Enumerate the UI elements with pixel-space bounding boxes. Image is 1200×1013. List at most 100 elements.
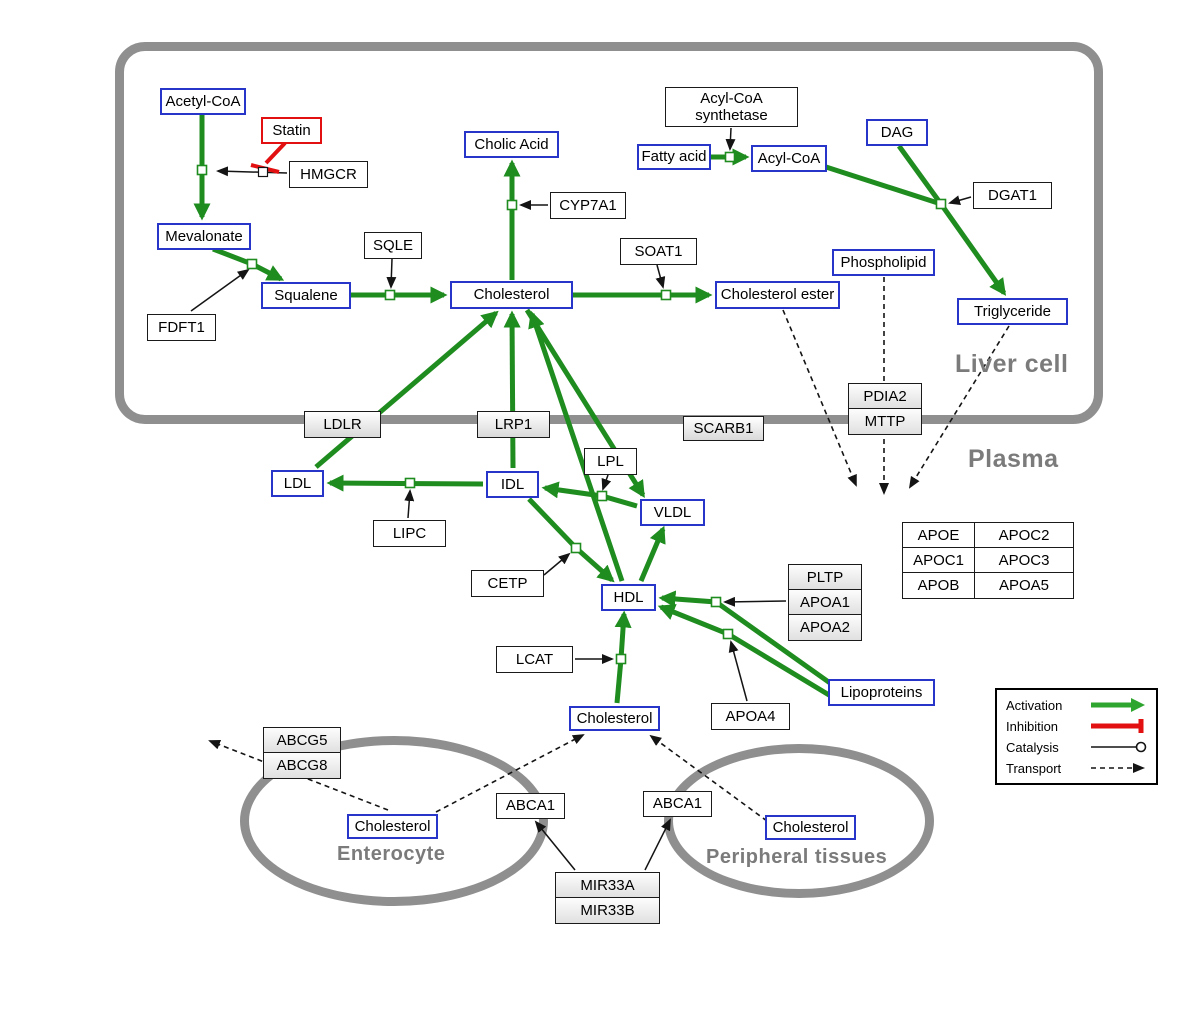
node-lpl-label: LPL <box>597 452 624 470</box>
node-lipc[interactable]: LIPC <box>373 520 446 547</box>
node-abcg8-label: ABCG8 <box>276 757 328 774</box>
legend-activation-symbol <box>1091 698 1145 712</box>
liver-cell-label: Liver cell <box>955 350 1069 378</box>
node-cholic-acid-label: Cholic Acid <box>474 135 549 153</box>
node-acetyl-coa[interactable]: Acetyl-CoA <box>160 88 246 115</box>
node-abcg5[interactable]: ABCG5 <box>264 728 340 753</box>
node-cholesterol-plasma[interactable]: Cholesterol <box>569 706 660 731</box>
legend-catalysis-symbol <box>1091 741 1147 753</box>
apo-cell-apoc1[interactable]: APOC1 <box>903 548 975 573</box>
node-idl-label: IDL <box>500 475 525 493</box>
group-abcg: ABCG5 ABCG8 <box>263 727 341 779</box>
node-soat1[interactable]: SOAT1 <box>620 238 697 265</box>
node-abca1-left[interactable]: ABCA1 <box>496 793 565 819</box>
node-apoa2[interactable]: APOA2 <box>789 615 861 640</box>
node-lrp1[interactable]: LRP1 <box>477 411 550 438</box>
node-cholesterol-peripheral-label: Cholesterol <box>772 818 849 836</box>
node-statin[interactable]: Statin <box>261 117 322 144</box>
node-acyl-coa-synthetase-label: Acyl-CoA synthetase <box>695 89 768 124</box>
node-cholesterol-peripheral[interactable]: Cholesterol <box>765 815 856 840</box>
node-abcg8[interactable]: ABCG8 <box>264 753 340 778</box>
node-mir33b-label: MIR33B <box>580 902 635 919</box>
node-mevalonate-label: Mevalonate <box>165 227 243 245</box>
node-triglyceride-label: Triglyceride <box>974 302 1051 320</box>
node-lpl[interactable]: LPL <box>584 448 637 475</box>
node-phospholipid-label: Phospholipid <box>840 253 927 271</box>
node-vldl[interactable]: VLDL <box>640 499 705 526</box>
node-hdl[interactable]: HDL <box>601 584 656 611</box>
node-mir33b[interactable]: MIR33B <box>556 898 659 923</box>
legend-activation-label: Activation <box>1006 697 1063 713</box>
node-lcat[interactable]: LCAT <box>496 646 573 673</box>
node-pdia2[interactable]: PDIA2 <box>849 384 921 409</box>
node-cetp-label: CETP <box>487 574 528 592</box>
node-hdl-label: HDL <box>613 588 644 606</box>
apo-cell-apoe[interactable]: APOE <box>903 523 975 548</box>
node-cholic-acid[interactable]: Cholic Acid <box>464 131 559 158</box>
node-lcat-label: LCAT <box>515 650 554 668</box>
node-scarb1[interactable]: SCARB1 <box>683 416 764 441</box>
node-acyl-coa[interactable]: Acyl-CoA <box>751 145 827 172</box>
node-apoa4-label: APOA4 <box>725 707 776 725</box>
apo-cell-apoc2[interactable]: APOC2 <box>975 523 1073 548</box>
node-idl[interactable]: IDL <box>486 471 539 498</box>
node-lipc-label: LIPC <box>392 524 427 542</box>
legend-inhibition-symbol <box>1091 719 1144 733</box>
node-triglyceride[interactable]: Triglyceride <box>957 298 1068 325</box>
node-apoa1-label: APOA1 <box>799 593 851 611</box>
legend-row-catalysis: Catalysis <box>1006 739 1147 755</box>
node-cholesterol-enterocyte[interactable]: Cholesterol <box>347 814 438 839</box>
node-pdia2-label: PDIA2 <box>863 387 907 405</box>
apo-cell-apob[interactable]: APOB <box>903 573 975 598</box>
node-pltp-label: PLTP <box>806 568 844 586</box>
legend-catalysis-label: Catalysis <box>1006 739 1059 755</box>
node-cholesterol-ester-label: Cholesterol ester <box>720 286 835 304</box>
node-ldlr[interactable]: LDLR <box>304 411 381 438</box>
node-dgat1[interactable]: DGAT1 <box>973 182 1052 209</box>
node-mevalonate[interactable]: Mevalonate <box>157 223 251 250</box>
apo-cell-apoa5[interactable]: APOA5 <box>975 573 1073 598</box>
node-abca1-right[interactable]: ABCA1 <box>643 791 712 817</box>
group-mir33: MIR33A MIR33B <box>555 872 660 924</box>
enterocyte-label: Enterocyte <box>337 843 446 865</box>
apolipoprotein-table: APOE APOC2 APOC1 APOC3 APOB APOA5 <box>902 522 1074 599</box>
node-fatty-acid-label: Fatty acid <box>641 148 707 166</box>
node-vldl-label: VLDL <box>653 503 692 521</box>
node-apoa1[interactable]: APOA1 <box>789 590 861 615</box>
node-mir33a[interactable]: MIR33A <box>556 873 659 898</box>
node-cholesterol-liver[interactable]: Cholesterol <box>450 281 573 309</box>
node-lipoproteins[interactable]: Lipoproteins <box>828 679 935 706</box>
node-apoa4[interactable]: APOA4 <box>711 703 790 730</box>
node-ldl-label: LDL <box>283 474 312 492</box>
plasma-label: Plasma <box>968 445 1059 473</box>
node-acyl-coa-label: Acyl-CoA <box>757 149 821 167</box>
node-lipoproteins-label: Lipoproteins <box>840 683 923 701</box>
node-fdft1-label: FDFT1 <box>158 318 205 336</box>
node-dag-label: DAG <box>880 123 914 141</box>
node-squalene[interactable]: Squalene <box>261 282 351 309</box>
node-lrp1-label: LRP1 <box>494 415 533 433</box>
peripheral-tissues-label: Peripheral tissues <box>706 846 888 868</box>
node-apoa2-label: APOA2 <box>799 619 851 636</box>
node-pltp[interactable]: PLTP <box>789 565 861 590</box>
node-ldl[interactable]: LDL <box>271 470 324 497</box>
legend-inhibition-label: Inhibition <box>1006 718 1059 734</box>
node-sqle-label: SQLE <box>372 236 414 254</box>
node-fatty-acid[interactable]: Fatty acid <box>637 144 711 170</box>
legend-transport-label: Transport <box>1006 760 1062 776</box>
node-dag[interactable]: DAG <box>866 119 928 146</box>
node-mttp[interactable]: MTTP <box>849 409 921 434</box>
node-cetp[interactable]: CETP <box>471 570 544 597</box>
node-phospholipid[interactable]: Phospholipid <box>832 249 935 276</box>
apo-cell-apoc1-label: APOC1 <box>913 551 964 569</box>
node-mir33a-label: MIR33A <box>580 876 635 894</box>
apo-cell-apoc3[interactable]: APOC3 <box>975 548 1073 573</box>
node-ldlr-label: LDLR <box>323 415 362 433</box>
node-cyp7a1[interactable]: CYP7A1 <box>550 192 626 219</box>
node-sqle[interactable]: SQLE <box>364 232 422 259</box>
node-acyl-coa-synthetase[interactable]: Acyl-CoA synthetase <box>665 87 798 127</box>
node-cholesterol-ester[interactable]: Cholesterol ester <box>715 281 840 309</box>
node-fdft1[interactable]: FDFT1 <box>147 314 216 341</box>
node-hmgcr[interactable]: HMGCR <box>289 161 368 188</box>
